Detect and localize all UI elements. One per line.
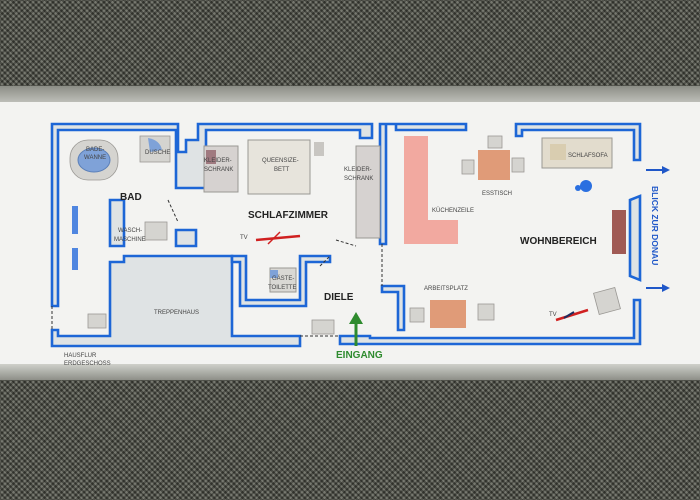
view-label: BLICK ZUR DONAU (650, 186, 660, 265)
entrance-label: EINGANG (336, 350, 383, 361)
view-arrow-top-head (662, 166, 670, 174)
dining-chair-top (487, 135, 503, 149)
door-lines (51, 199, 383, 337)
bed-label-1: QUEENSIZE- (262, 158, 299, 164)
room-bad: BAD (120, 192, 142, 203)
wall-right-lower (338, 298, 642, 346)
sofa-cushion (550, 144, 566, 160)
wall-right-part (514, 122, 642, 162)
kitchen-counter (404, 136, 458, 244)
room-diele: DIELE (324, 292, 354, 303)
armchair (593, 287, 621, 315)
view-arrows (646, 166, 670, 292)
dining-chair-right (511, 157, 525, 173)
tv-living-stand (563, 311, 575, 319)
tv-living-icon (555, 308, 589, 322)
tvs (255, 231, 589, 322)
tv-bedroom-stand (267, 231, 281, 245)
queensize-bed (247, 139, 311, 195)
washing-machine-label-2: MASCHINE (114, 237, 146, 243)
desk-chair-left (409, 307, 425, 323)
door-bad (167, 199, 179, 223)
wall-bath-bedroom (108, 198, 126, 248)
wardrobe-1-label-2: SCHRANK (204, 167, 233, 173)
wall-workspace (380, 284, 406, 332)
wardrobe-2-label-1: KLEIDER- (344, 167, 372, 173)
hausflur-cabinet (87, 313, 107, 329)
wall-left-part (50, 122, 374, 308)
nightstand (314, 142, 324, 156)
washing-machine (144, 221, 168, 241)
desk (430, 300, 466, 328)
door-diele (319, 255, 331, 267)
room-treppenhaus: TREPPENHAUS (154, 310, 199, 316)
wardrobe-2-label-2: SCHRANK (344, 176, 373, 182)
window-shelf (612, 210, 626, 254)
dining-chair-left (461, 159, 475, 175)
entrance-arrow (349, 312, 363, 346)
tv-bedroom-icon (255, 234, 301, 242)
wardrobe-1-accent (206, 150, 216, 164)
wardrobe-2 (355, 145, 381, 239)
room-wohnbereich: WOHNBEREICH (520, 236, 597, 247)
hausflur-label-2: ERDGESCHOSS (64, 361, 111, 367)
wall-window-right (628, 194, 642, 282)
tv-living-label: TV (549, 312, 557, 318)
labels: BADE- WANNE DUSCHE BAD WASCH- MASCHINE K… (64, 147, 660, 367)
bath-sink (72, 206, 78, 234)
walls (50, 122, 642, 348)
guest-sink (270, 270, 278, 278)
guest-toilet-label-1: GÄSTE- (272, 275, 294, 282)
wall-diele (230, 254, 332, 308)
lamp-small-icon (575, 185, 581, 191)
bed-label-2: BETT (274, 167, 290, 173)
background-mesh-bottom (0, 380, 700, 500)
desk-chair-right (477, 303, 495, 321)
diele-cabinet (311, 319, 335, 335)
kitchen-label: KÜCHENZEILE (432, 207, 474, 214)
bathtub-label-1: BADE- (86, 147, 104, 153)
tv-bedroom-label: TV (240, 235, 248, 241)
shower-tray (148, 138, 162, 152)
background-mesh-top (0, 0, 700, 92)
bathtub-label-2: WANNE (84, 155, 106, 161)
wardrobe-1-label-1: KLEIDER- (204, 158, 232, 164)
wall-bottom-left (50, 254, 302, 348)
hausflur-label-1: HAUSFLUR (64, 353, 97, 359)
door-schlafzimmer (335, 239, 357, 247)
wall-bedroom-divider (174, 228, 198, 248)
shower-label: DUSCHE (145, 150, 170, 156)
view-arrow-bottom-head (662, 284, 670, 292)
lamp-icon (580, 180, 592, 192)
frame-bottom (0, 364, 700, 384)
bathtub-basin (77, 147, 111, 173)
bath-towel-rail (72, 248, 78, 270)
entrance-arrow-head (349, 312, 363, 324)
sofa-label: SCHLAFSOFA (568, 153, 608, 159)
frame-top (0, 86, 700, 106)
dining-table (478, 150, 510, 180)
guest-toilet-label-2: TOILETTE (268, 285, 297, 291)
furniture (69, 135, 626, 335)
desk-label: ARBEITSPLATZ (424, 286, 468, 292)
room-schlafzimmer: SCHLAFZIMMER (248, 210, 329, 221)
dining-table-label: ESSTISCH (482, 191, 512, 197)
washing-machine-label-1: WASCH- (118, 228, 142, 234)
